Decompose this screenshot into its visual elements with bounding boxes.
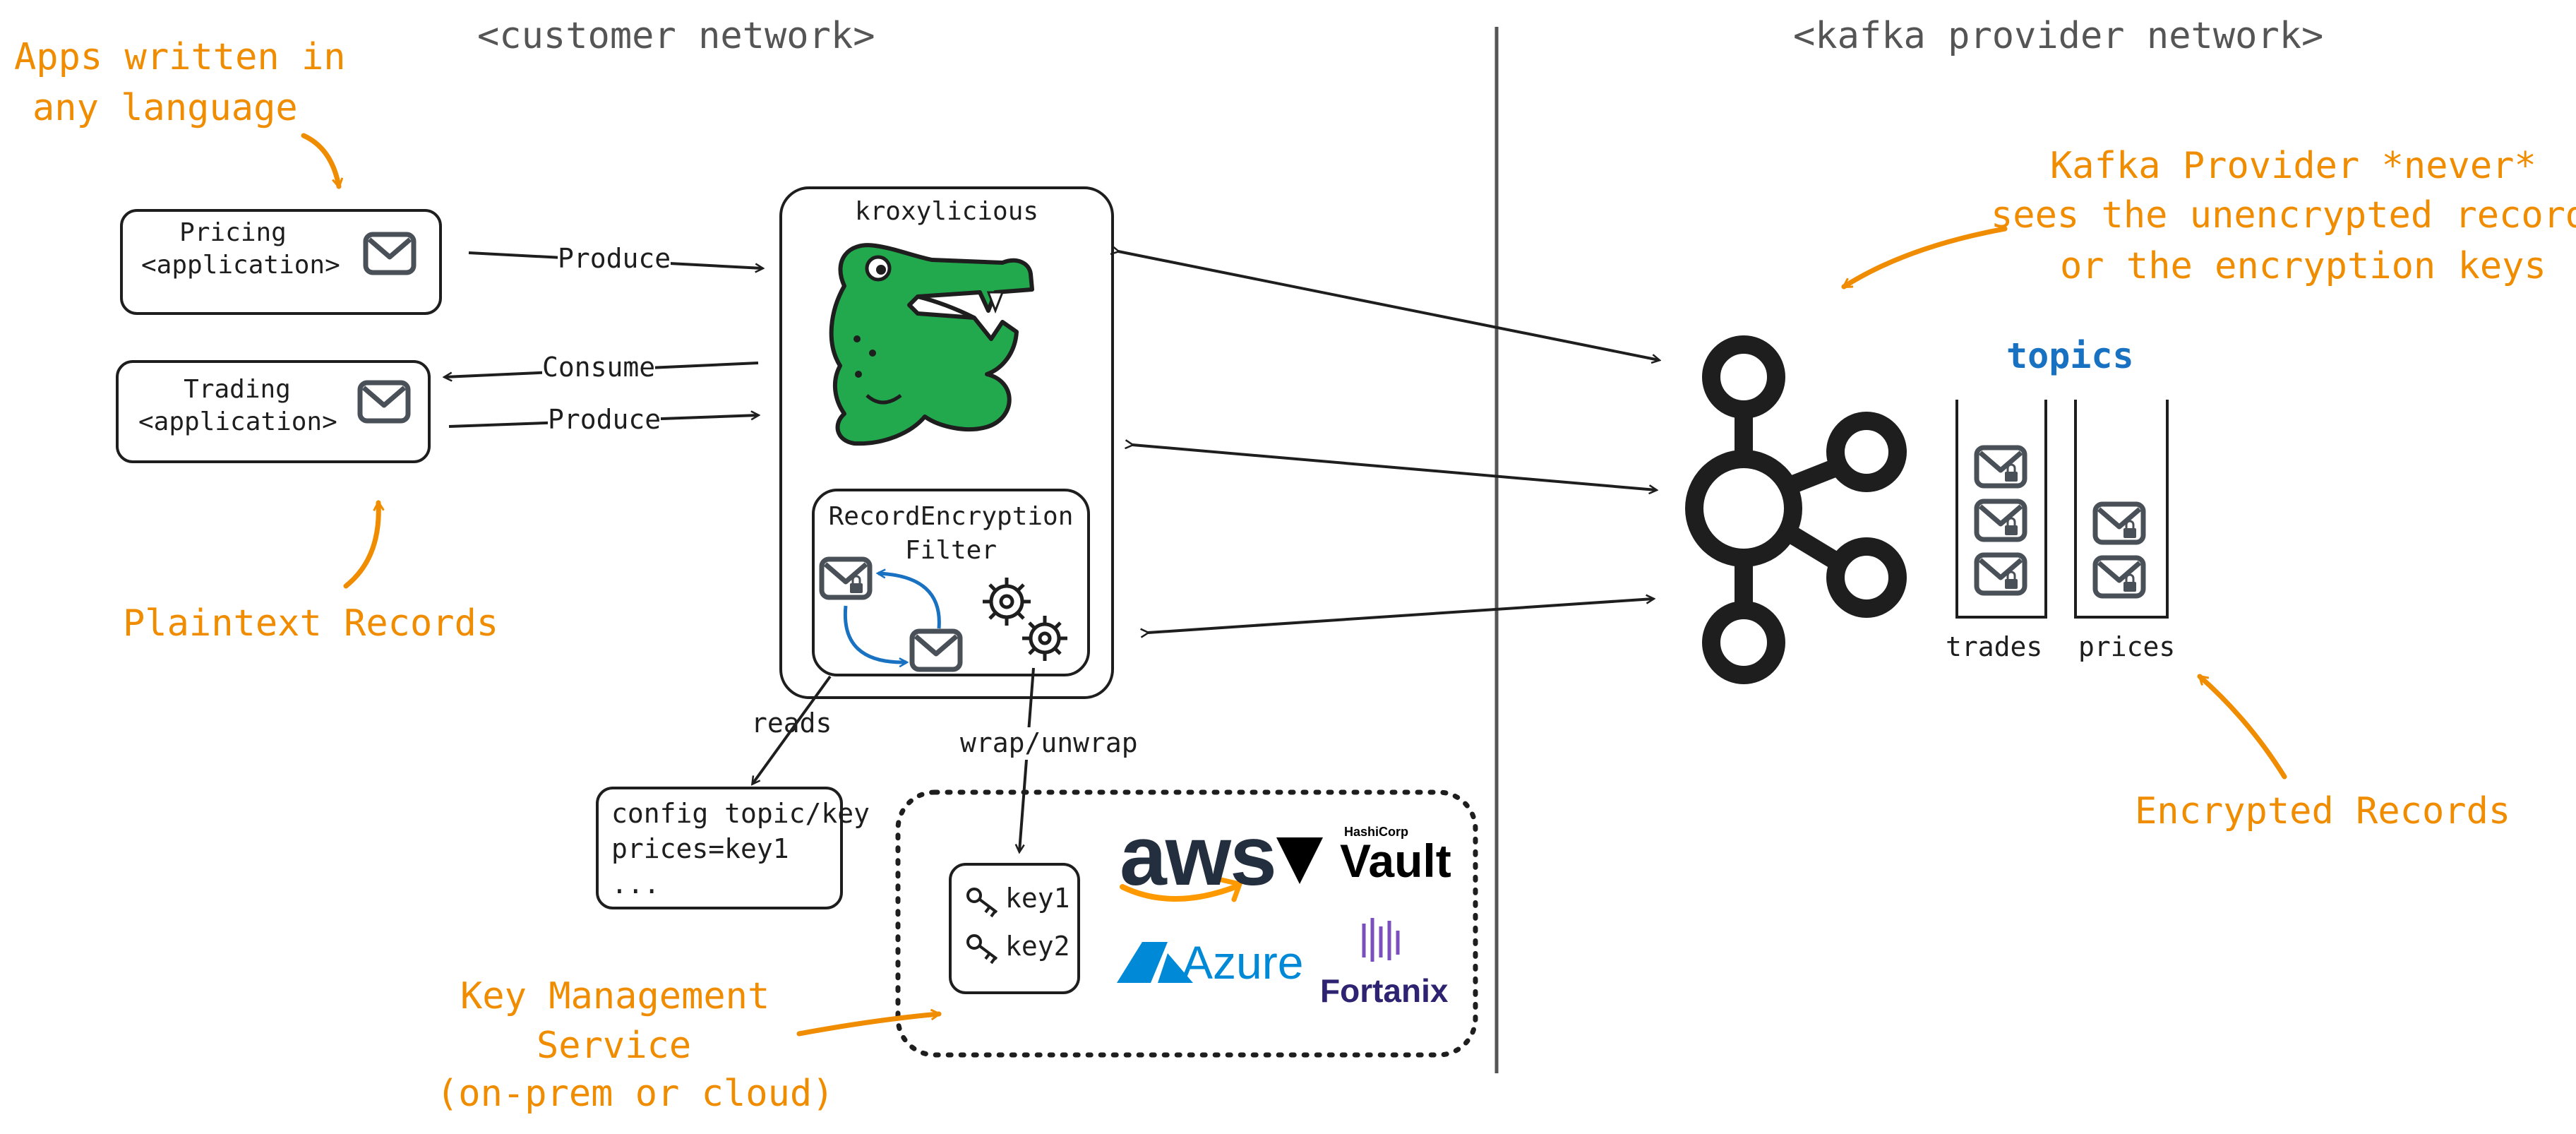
fortanix-logo-icon xyxy=(1362,918,1400,962)
reads-arrow xyxy=(753,675,832,784)
keys-box xyxy=(949,863,1080,994)
filter-title-line2: Filter xyxy=(904,536,998,565)
broker-link-3 xyxy=(1148,599,1653,633)
wrap-unwrap-arrow xyxy=(1019,667,1035,852)
trading-app-box xyxy=(116,360,431,463)
trades-topic-label: trades xyxy=(1946,631,2043,662)
pricing-app-box xyxy=(120,209,442,315)
config-box xyxy=(596,787,843,909)
prices-topic-label: prices xyxy=(2078,631,2176,662)
azure-logo-icon xyxy=(1117,942,1193,983)
record-encryption-filter-box xyxy=(812,489,1090,676)
produce-label-1: Produce xyxy=(558,243,671,275)
azure-logo-text: Azure xyxy=(1182,936,1304,989)
vault-triangle-icon xyxy=(1276,837,1323,884)
kms-annotation-line3: (on-prem or cloud) xyxy=(436,1073,834,1115)
decrypt-flow-arrow xyxy=(878,573,941,629)
pricing-app-type: <application> xyxy=(141,251,340,280)
trading-app-type: <application> xyxy=(138,407,337,436)
key2-label: key2 xyxy=(1005,931,1070,962)
config-line1: config topic/key xyxy=(611,798,870,829)
trades-record-icon xyxy=(1977,448,2025,486)
key1-label: key1 xyxy=(1005,883,1070,914)
produce-label-2: Produce xyxy=(548,404,661,436)
plaintext-annotation-arrow xyxy=(343,503,378,589)
trades-topic-bin xyxy=(1955,400,2047,619)
trades-record-icon xyxy=(1977,555,2025,593)
aws-smile-arrow-icon xyxy=(1218,877,1243,902)
crocodile-mascot-icon xyxy=(829,243,1034,446)
provider-annotation-line2: sees the unencrypted records xyxy=(1991,194,2576,237)
broker-link-2 xyxy=(1132,445,1656,490)
key-icon-1 xyxy=(966,888,998,918)
vault-logo-text: Vault xyxy=(1340,835,1451,887)
broker-link-1 xyxy=(1118,251,1659,360)
encrypted-annotation: Encrypted Records xyxy=(2135,790,2511,832)
customer-network-header: <customer network> xyxy=(477,15,875,57)
provider-network-header: <kafka provider network> xyxy=(1793,15,2324,57)
kms-annotation-line1: Key Management xyxy=(460,975,770,1017)
trading-envelope-icon xyxy=(360,383,408,421)
provider-annotation-line1: Kafka Provider *never* xyxy=(2050,145,2536,187)
kroxylicious-title: kroxylicious xyxy=(854,197,1039,226)
fortanix-logo-text: Fortanix xyxy=(1320,972,1449,1009)
provider-annotation-line3: or the encryption keys xyxy=(2060,245,2546,287)
apps-annotation-arrow xyxy=(301,133,339,186)
trading-app-name: Trading xyxy=(184,375,291,404)
kms-annotation-line2: Service xyxy=(537,1025,692,1067)
apps-annotation-line2: any language xyxy=(32,87,298,129)
encrypted-annotation-arrow xyxy=(2197,674,2287,780)
trades-record-icon xyxy=(1977,501,2025,539)
encrypt-flow-arrow xyxy=(843,605,906,662)
key-icon-2 xyxy=(966,934,998,965)
hashicorp-logo-text: HashiCorp xyxy=(1344,825,1409,839)
apps-annotation-line1: Apps written in xyxy=(14,36,346,78)
provider-annotation-arrow xyxy=(1841,226,2008,290)
prices-topic-bin xyxy=(2074,400,2169,619)
consume-label: Consume xyxy=(542,352,656,384)
prices-record-icon xyxy=(2095,558,2143,596)
reads-label: reads xyxy=(751,708,832,739)
config-line3: ... xyxy=(611,869,660,900)
aws-smile-icon xyxy=(1120,884,1238,902)
config-line2: prices=key1 xyxy=(611,833,789,864)
filter-title-line1: RecordEncryption xyxy=(828,502,1074,531)
pricing-envelope-icon xyxy=(366,234,414,273)
topics-title: topics xyxy=(2006,335,2134,376)
kafka-logo-icon xyxy=(1685,335,1907,684)
aws-logo-text: aws xyxy=(1120,808,1277,903)
prices-record-icon xyxy=(2095,504,2143,542)
gear-icon xyxy=(983,578,1067,661)
pricing-app-name: Pricing xyxy=(179,218,287,247)
kms-container xyxy=(895,789,1478,1058)
plain-envelope-icon xyxy=(912,631,960,669)
wrap-unwrap-label: wrap/unwrap xyxy=(960,727,1138,760)
plaintext-annotation: Plaintext Records xyxy=(123,602,499,645)
kms-annotation-arrow xyxy=(796,1014,939,1037)
